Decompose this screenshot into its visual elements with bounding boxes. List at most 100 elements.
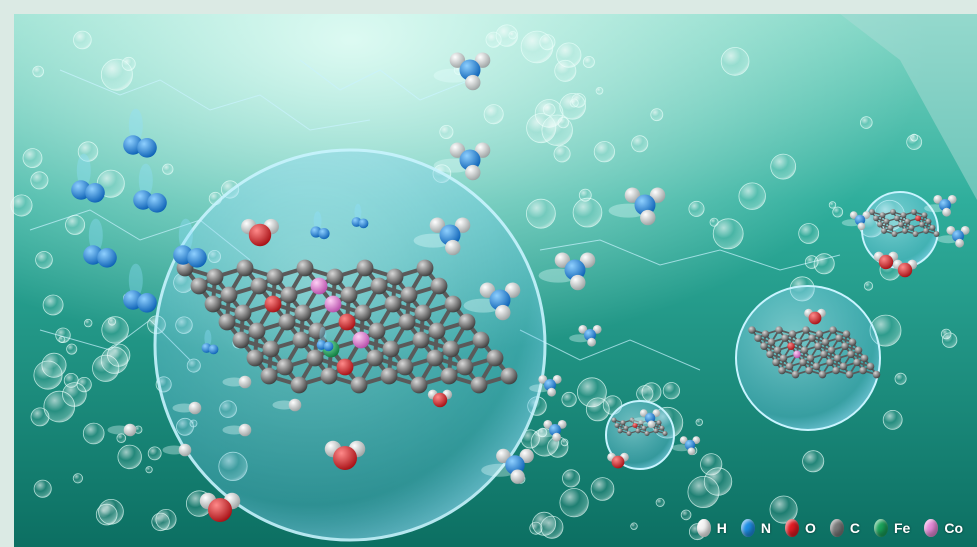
- bubble: [720, 47, 750, 76]
- atom: [923, 227, 929, 234]
- atom: [629, 417, 635, 423]
- atom: [904, 218, 911, 225]
- bubble: [712, 218, 744, 250]
- bubble: [55, 327, 71, 344]
- legend-swatch: [784, 519, 799, 537]
- legend-item-o: O: [784, 519, 816, 537]
- atom: [866, 362, 875, 371]
- n2-molecule: [316, 326, 334, 352]
- atom: [815, 330, 824, 338]
- bubble: [100, 346, 129, 374]
- bubble: [688, 200, 705, 217]
- h-atom: [107, 423, 137, 437]
- atom: [396, 358, 414, 376]
- atom: [793, 350, 801, 359]
- ammonia-molecule: [937, 226, 970, 248]
- atom: [872, 370, 881, 379]
- legend-label: Fe: [893, 520, 911, 536]
- atom: [308, 322, 326, 340]
- bubble: [485, 31, 502, 48]
- atom: [290, 376, 308, 394]
- atom: [829, 326, 837, 334]
- bubble: [483, 104, 504, 125]
- bubble: [95, 503, 118, 526]
- atom: [632, 422, 638, 428]
- legend-label: O: [804, 520, 816, 536]
- atom: [659, 425, 665, 431]
- atom: [839, 362, 848, 371]
- atom: [338, 313, 356, 331]
- atom: [929, 224, 936, 231]
- atom: [218, 313, 236, 331]
- ammonia-molecule: [433, 142, 491, 181]
- atom: [206, 268, 224, 286]
- bubble: [582, 56, 595, 69]
- bubble: [35, 251, 53, 269]
- water-molecule: [804, 308, 826, 325]
- ammonia-molecule: [463, 282, 521, 321]
- water-molecule: [427, 389, 453, 408]
- bubble: [10, 194, 33, 217]
- bubble: [82, 422, 105, 445]
- atom: [232, 331, 250, 349]
- water-molecule: [199, 492, 241, 522]
- atom: [611, 417, 617, 423]
- atom: [310, 277, 328, 295]
- n2-molecule: [351, 203, 369, 229]
- atom: [320, 367, 338, 385]
- bubble: [695, 418, 703, 426]
- legend-label: Co: [944, 520, 963, 536]
- bubble: [650, 108, 664, 122]
- water-molecule: [607, 452, 629, 469]
- atom: [772, 358, 780, 367]
- atom: [246, 349, 264, 367]
- atom: [248, 322, 266, 340]
- h-atom: [222, 375, 252, 389]
- bubble: [117, 444, 142, 470]
- atom: [250, 277, 268, 295]
- legend-swatch: [873, 519, 888, 537]
- atom: [767, 338, 776, 346]
- h-atom: [162, 443, 192, 457]
- atom: [845, 370, 854, 379]
- atom: [382, 340, 400, 358]
- bubble: [100, 58, 133, 91]
- bubble: [590, 477, 615, 501]
- molecules: [71, 52, 970, 522]
- bubble: [540, 515, 564, 539]
- atom: [881, 227, 887, 234]
- bubble: [593, 141, 616, 163]
- atom: [294, 304, 312, 322]
- bubble: [813, 253, 835, 275]
- atom: [398, 313, 416, 331]
- legend-item-n: N: [740, 519, 771, 537]
- atom: [617, 428, 623, 434]
- atom: [486, 349, 504, 367]
- atom: [204, 295, 222, 313]
- bubble: [894, 372, 907, 385]
- atom: [653, 428, 659, 434]
- bubble: [30, 407, 50, 427]
- water-molecule: [873, 251, 899, 270]
- bubble: [72, 473, 84, 484]
- atom: [748, 326, 756, 334]
- atom: [416, 259, 434, 277]
- ammonia-molecule: [534, 420, 567, 442]
- atom: [264, 295, 282, 313]
- atom: [324, 295, 342, 313]
- atom: [794, 338, 803, 346]
- ammonia-molecule: [569, 325, 602, 347]
- bubble: [595, 87, 604, 95]
- atom: [806, 354, 815, 363]
- graphene-sheet-small-1: [869, 209, 940, 237]
- atom: [869, 209, 875, 215]
- bubble: [709, 217, 719, 227]
- bubble: [559, 488, 589, 518]
- bubble: [147, 446, 162, 461]
- ammonia-molecule: [841, 211, 871, 231]
- bubble: [537, 427, 548, 438]
- atom: [887, 224, 894, 231]
- legend-item-h: H: [696, 519, 727, 537]
